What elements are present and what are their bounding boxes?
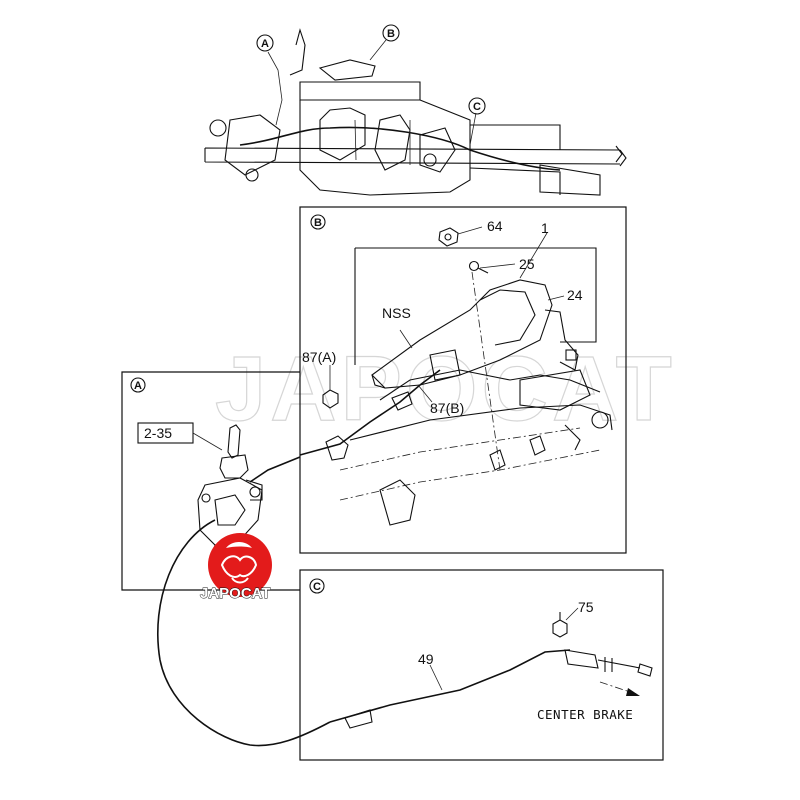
ref-label-2-35: 2-35 [144, 425, 172, 441]
part-label-1: 1 [541, 220, 549, 236]
part-label-49: 49 [418, 651, 434, 667]
nut-64 [438, 227, 459, 247]
svg-text:C: C [313, 581, 321, 593]
svg-text:B: B [387, 28, 395, 40]
svg-text:A: A [261, 38, 269, 50]
panel-b: B [299, 206, 627, 554]
part-label-87b: 87(B) [430, 400, 464, 416]
chassis-overview [204, 28, 627, 196]
callout-a: A [256, 34, 274, 52]
panel-a: A 2-35 [121, 371, 300, 591]
center-brake-label: CENTER BRAKE [537, 707, 633, 722]
svg-text:C: C [473, 101, 481, 113]
callout-c: C [468, 97, 486, 115]
part-label-25: 25 [519, 256, 535, 272]
svg-text:B: B [314, 217, 322, 229]
bolt-25 [468, 260, 489, 274]
panel-c: C 75 49 CENTER BRAKE [299, 569, 664, 761]
part-label-75: 75 [578, 599, 594, 615]
clip-75 [552, 612, 568, 638]
direction-arrow [599, 681, 640, 696]
part-label-64: 64 [487, 218, 503, 234]
japocat-logo: JAPOCAT [200, 533, 272, 602]
parking-brake-cable [156, 456, 331, 747]
logo-text: JAPOCAT [200, 585, 271, 602]
watermark: JAPOCAT [215, 338, 676, 440]
part-label-24: 24 [567, 287, 583, 303]
callout-b: B [382, 24, 400, 42]
part-label-87a: 87(A) [302, 349, 336, 365]
part-label-nss: NSS [382, 305, 411, 321]
svg-text:A: A [134, 380, 142, 392]
